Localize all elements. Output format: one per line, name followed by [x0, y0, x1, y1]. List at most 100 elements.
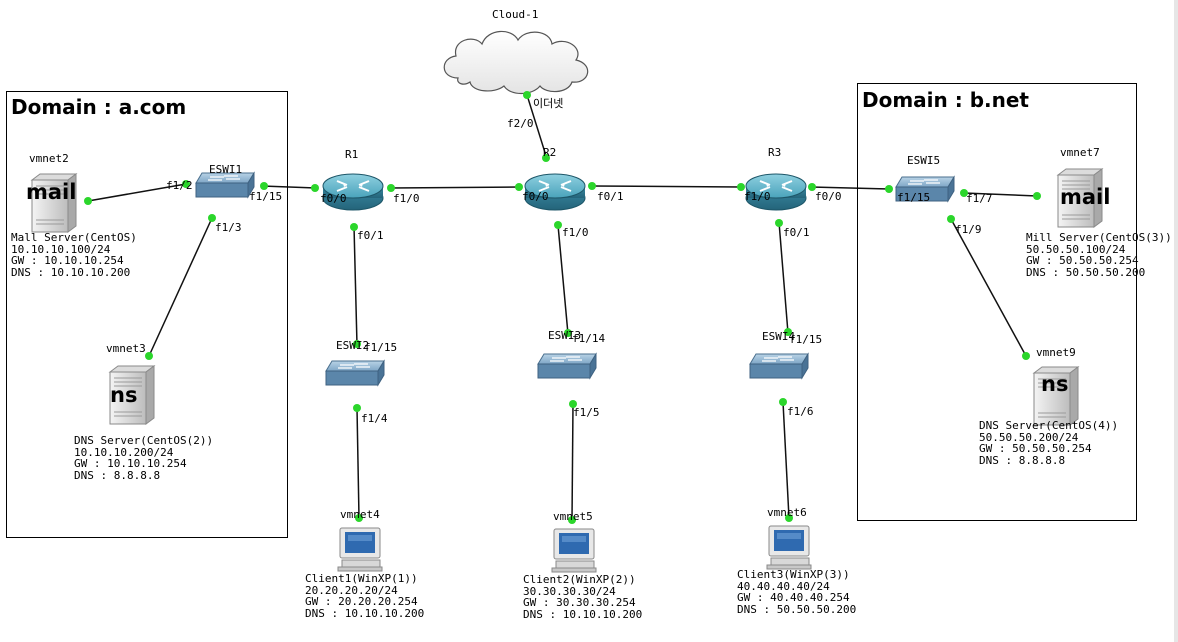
port-dot — [808, 183, 816, 191]
link-eswi1-r1 — [261, 185, 317, 189]
cloud-name: Cloud-1 — [492, 8, 539, 21]
port-label: f0/0 — [815, 190, 842, 203]
link-r1-eswi2 — [353, 225, 358, 346]
switch-eswi4-name: ESWI4 — [762, 330, 796, 343]
port-label: f1/14 — [572, 332, 606, 345]
mail-a-icon-text: mail — [26, 180, 77, 204]
port-label: f1/6 — [787, 405, 814, 418]
port-label: f1/15 — [249, 190, 283, 203]
link-r2-eswi3 — [557, 224, 569, 335]
port-dot — [523, 91, 531, 99]
port-dot — [260, 182, 268, 190]
port-label: f1/15 — [789, 333, 823, 346]
link-r1-r2 — [389, 186, 520, 189]
port-label: f1/7 — [966, 192, 993, 205]
port-dot — [779, 398, 787, 406]
domain-a-box — [6, 91, 288, 538]
switch-eswi3-icon[interactable] — [537, 353, 597, 379]
ns-b-icon-text: ns — [1041, 372, 1069, 396]
port-dot — [564, 329, 572, 337]
link-r2-r3 — [591, 185, 742, 188]
port-dot — [588, 182, 596, 190]
port-label: f1/0 — [744, 190, 771, 203]
link-eswi5-mail-b — [963, 192, 1038, 197]
client1-info: Client1(WinXP(1)) 20.20.20.20/24 GW : 20… — [305, 572, 425, 620]
port-dot — [355, 514, 363, 522]
port-dot — [737, 183, 745, 191]
domain-a-title: Domain : a.com — [11, 95, 187, 119]
port-dot — [568, 516, 576, 524]
port-label: f1/3 — [215, 221, 242, 234]
port-label: f1/0 — [562, 226, 589, 239]
switch-eswi4-icon[interactable] — [749, 353, 809, 379]
port-dot — [542, 154, 550, 162]
cloud-icon[interactable] — [443, 30, 589, 95]
window-edge — [1174, 0, 1178, 642]
ns-b-info: DNS Server(CentOS(4)) 50.50.50.200/24 GW… — [979, 419, 1119, 467]
port-dot — [208, 214, 216, 222]
router-r2-name: R2 — [543, 146, 557, 159]
port-dot — [515, 183, 523, 191]
links — [87, 94, 1038, 521]
port-label: f1/15 — [897, 191, 931, 204]
link-r3-eswi4 — [778, 221, 789, 334]
port-label: f1/9 — [955, 223, 982, 236]
port-label: f1/4 — [361, 412, 388, 425]
client1-pc-icon[interactable] — [337, 527, 383, 572]
link-eswi3-c2 — [571, 403, 574, 521]
domain-b-title: Domain : b.net — [862, 88, 1029, 112]
router-r3-name: R3 — [768, 146, 782, 159]
client3-pc-icon[interactable] — [766, 525, 812, 570]
port-label: f0/1 — [597, 190, 624, 203]
switch-eswi1-name: ESWI1 — [209, 163, 243, 176]
port-dot — [554, 221, 562, 229]
port-dots — [84, 91, 1041, 524]
link-cloud-r2 — [526, 94, 548, 160]
mail-b-vmnet: vmnet7 — [1060, 146, 1100, 159]
port-label: f1/15 — [364, 341, 398, 354]
port-label: f0/0 — [522, 190, 549, 203]
client2-vmnet: vmnet5 — [553, 510, 593, 523]
port-label: f0/0 — [320, 192, 347, 205]
switch-eswi2-name: ESWI2 — [336, 339, 370, 352]
port-dot — [350, 223, 358, 231]
port-dot — [1033, 192, 1041, 200]
port-dot — [387, 184, 395, 192]
mail-b-icon-text: mail — [1060, 185, 1111, 209]
link-mail-a-eswi1 — [87, 183, 187, 202]
link-eswi1-ns-a — [148, 217, 213, 357]
link-eswi2-c1 — [356, 407, 360, 519]
port-dot — [353, 404, 361, 412]
port-label: f2/0 — [507, 117, 534, 130]
client1-vmnet: vmnet4 — [340, 508, 380, 521]
port-label: f1/0 — [393, 192, 420, 205]
client2-info: Client2(WinXP(2)) 30.30.30.30/24 GW : 30… — [523, 573, 643, 621]
port-label: f1/2 — [166, 179, 193, 192]
ns-a-icon-text: ns — [110, 383, 138, 407]
client3-vmnet: vmnet6 — [767, 506, 807, 519]
client2-pc-icon[interactable] — [551, 528, 597, 573]
link-eswi4-c3 — [782, 401, 790, 519]
mail-a-vmnet: vmnet2 — [29, 152, 69, 165]
port-dot — [84, 197, 92, 205]
port-dot — [775, 219, 783, 227]
port-label: f0/1 — [357, 229, 384, 242]
switch-eswi5-name: ESWI5 — [907, 154, 941, 167]
router-r1-name: R1 — [345, 148, 359, 161]
port-dot — [182, 180, 190, 188]
switch-eswi2-icon[interactable] — [325, 360, 385, 386]
ns-a-vmnet: vmnet3 — [106, 342, 146, 355]
ns-a-info: DNS Server(CentOS(2)) 10.10.10.200/24 GW… — [74, 434, 214, 482]
port-dot — [784, 328, 792, 336]
port-dot — [569, 400, 577, 408]
port-label: f0/1 — [783, 226, 810, 239]
link-eswi5-ns-b — [950, 218, 1027, 357]
port-label: f1/5 — [573, 406, 600, 419]
port-dot — [1022, 352, 1030, 360]
cloud-iface-label: 이더넷 — [533, 97, 564, 110]
client3-info: Client3(WinXP(3)) 40.40.40.40/24 GW : 40… — [737, 568, 857, 616]
port-dot — [960, 189, 968, 197]
port-dot — [885, 185, 893, 193]
port-dot — [145, 352, 153, 360]
